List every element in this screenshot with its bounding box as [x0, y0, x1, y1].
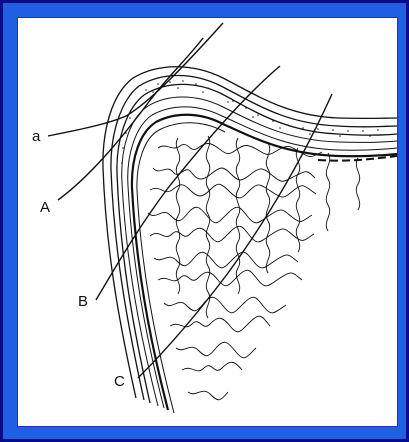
blue-frame: a A B C — [3, 3, 406, 439]
outer-surface-layers — [103, 67, 397, 403]
label-B: B — [78, 293, 88, 310]
inner-layer-bands — [122, 97, 397, 413]
line-A — [58, 38, 203, 200]
convoluted-tissue — [148, 136, 360, 400]
line-B — [96, 66, 280, 300]
diagram-panel: a A B C — [17, 17, 398, 427]
line-C — [138, 94, 332, 378]
label-a: a — [32, 128, 41, 145]
tissue-section-drawing: a A B C — [18, 18, 398, 427]
label-A: A — [40, 199, 50, 216]
label-C: C — [114, 373, 125, 390]
